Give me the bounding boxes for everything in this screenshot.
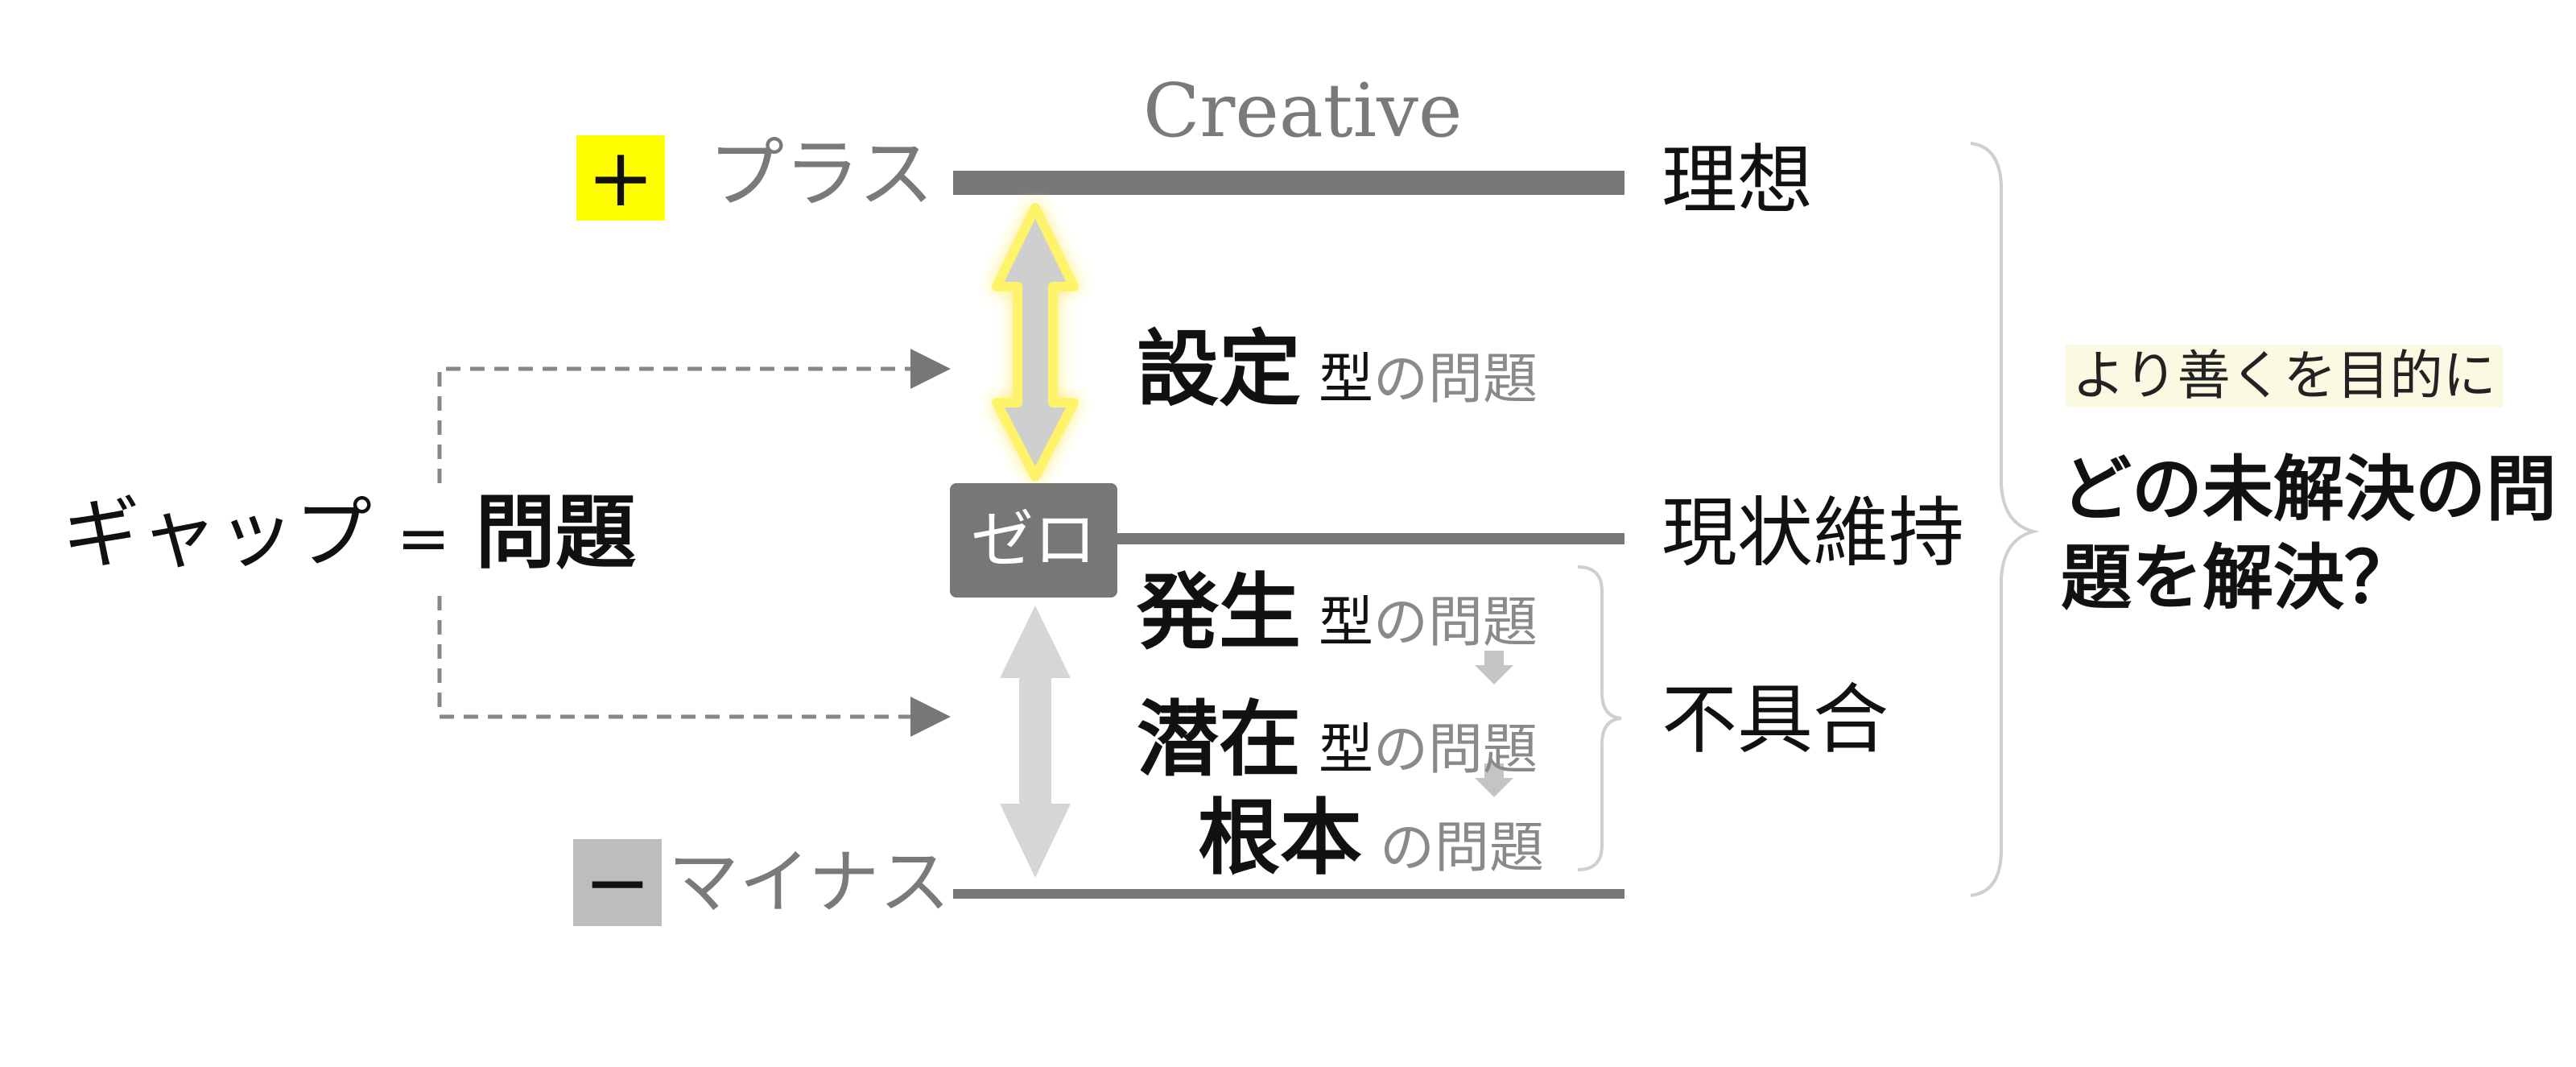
problem-type-setting: 設定型の問題 [1137,329,1538,411]
status-quo-line [1117,533,1624,544]
question-text: どの未解決の問題を解決？ [2061,447,2557,619]
problem-type-root: 根本の問題 [1198,797,1544,879]
minus-line [953,889,1624,899]
gap-problem: 問題 [475,486,637,580]
plus-gap-arrow [992,203,1079,482]
gap-label: ギャップ [63,489,372,579]
problem-type-tail: の問題 [1373,591,1538,655]
problem-type-kind: 型 [1319,718,1374,782]
minus-box: − [573,839,662,926]
upper-dashed-connector [437,349,951,483]
problem-type-occurrence: 発生型の問題 [1137,572,1538,654]
creative-label: Creative [1143,68,1463,154]
ideal-label: 理想 [1662,137,1814,225]
problem-type-tail: の問題 [1373,348,1538,411]
gap-equation: ギャップ = 問題 [63,493,636,573]
problem-type-main: 発生 [1137,565,1301,661]
plus-box: + [576,135,665,221]
purpose-highlight: より善くを目的に [2066,345,2503,407]
problem-type-main: 設定 [1137,321,1301,418]
minus-label: マイナス [668,841,951,924]
defect-brace [1577,565,1622,871]
problem-type-main: 潜在 [1137,692,1301,788]
ideal-line [953,171,1624,195]
zero-label: ゼロ [970,504,1096,577]
problem-type-tail: の問題 [1373,718,1538,782]
defect-label: 不具合 [1662,676,1889,764]
zero-box: ゼロ [950,483,1117,598]
large-brace [1970,142,2040,897]
problem-type-latent: 潜在型の問題 [1137,699,1538,781]
problem-type-tail: の問題 [1380,817,1545,880]
down-arrow-1 [1475,651,1513,684]
problem-type-kind: 型 [1319,591,1374,655]
minus-gap-arrow [1000,606,1071,878]
plus-icon: + [587,130,654,225]
lower-dashed-connector [437,596,951,737]
status-quo-label: 現状維持 [1662,490,1965,577]
down-arrow-2 [1475,763,1513,797]
plus-label: プラス [708,130,935,218]
problem-type-kind: 型 [1319,348,1374,411]
gap-equals: = [396,501,451,576]
problem-type-main: 根本 [1198,790,1362,887]
minus-icon: − [584,835,651,929]
